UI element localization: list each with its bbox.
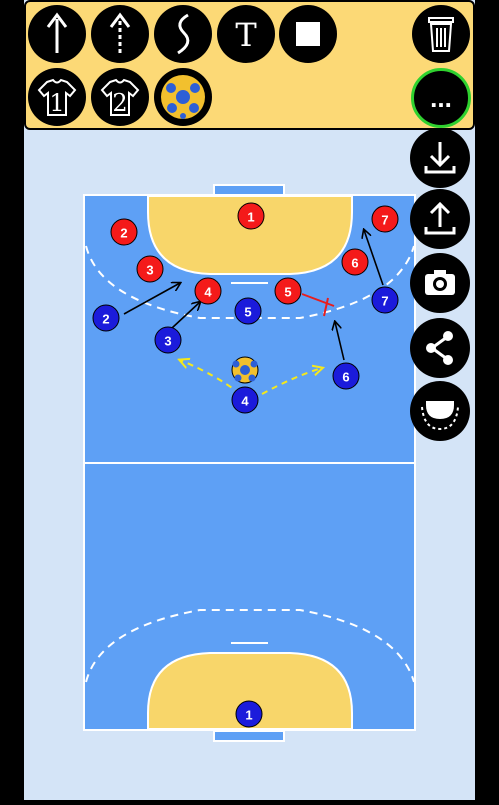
dashed-arrow-icon bbox=[109, 12, 131, 53]
svg-text:1: 1 bbox=[49, 89, 64, 117]
player-number: 3 bbox=[164, 334, 171, 349]
blue-player-3[interactable]: 3 bbox=[154, 326, 182, 354]
jersey-icon: 2 bbox=[100, 78, 140, 117]
top-goal bbox=[213, 184, 285, 196]
curve-tool[interactable] bbox=[154, 5, 212, 63]
red-player-5[interactable]: 5 bbox=[274, 277, 302, 305]
download-icon bbox=[424, 142, 456, 174]
upload-icon bbox=[424, 201, 456, 235]
player-number: 2 bbox=[120, 226, 127, 241]
handball-icon bbox=[161, 75, 205, 119]
player-number: 4 bbox=[241, 394, 249, 409]
bottom-goal bbox=[213, 730, 285, 742]
blue-player-2[interactable]: 2 bbox=[92, 304, 120, 332]
red-player-4[interactable]: 4 bbox=[194, 277, 222, 305]
arrow-tool[interactable] bbox=[28, 5, 86, 63]
straight-arrow-icon bbox=[46, 12, 68, 53]
svg-text:2: 2 bbox=[112, 89, 127, 117]
player-number: 1 bbox=[245, 708, 252, 723]
curved-line-icon bbox=[177, 13, 190, 55]
movement-arrow[interactable] bbox=[123, 283, 180, 315]
toolbar: T 1 2 bbox=[24, 0, 475, 130]
court-view-button[interactable] bbox=[410, 381, 470, 441]
movement-arrow[interactable] bbox=[171, 302, 200, 329]
player-number: 1 bbox=[247, 210, 254, 225]
share-button[interactable] bbox=[410, 318, 470, 378]
goal-area-icon bbox=[421, 401, 459, 431]
share-icon bbox=[426, 331, 453, 365]
rectangle-tool[interactable] bbox=[279, 5, 337, 63]
blue-player-6[interactable]: 6 bbox=[332, 362, 360, 390]
blue-player-5[interactable]: 5 bbox=[234, 297, 262, 325]
block-line[interactable] bbox=[301, 293, 335, 307]
red-player-2[interactable]: 2 bbox=[110, 218, 138, 246]
svg-text:...: ... bbox=[430, 83, 452, 113]
blue-player-7[interactable]: 7 bbox=[371, 286, 399, 314]
pass-line[interactable] bbox=[261, 368, 322, 395]
player-number: 7 bbox=[381, 294, 388, 309]
player-number: 6 bbox=[351, 256, 358, 271]
player-number: 6 bbox=[342, 370, 349, 385]
ball-token[interactable] bbox=[231, 356, 259, 384]
delete-tool[interactable] bbox=[412, 5, 470, 63]
block-line-end[interactable] bbox=[323, 297, 329, 317]
text-tool[interactable]: T bbox=[217, 5, 275, 63]
blue-player-4[interactable]: 4 bbox=[231, 386, 259, 414]
bottom-goal-area bbox=[147, 652, 353, 730]
svg-text:T: T bbox=[235, 16, 257, 54]
jersey-icon: 1 bbox=[37, 78, 77, 117]
upload-button[interactable] bbox=[410, 189, 470, 249]
red-player-3[interactable]: 3 bbox=[136, 255, 164, 283]
ball-tool[interactable] bbox=[154, 68, 212, 126]
player-number: 7 bbox=[381, 213, 388, 228]
screenshot-button[interactable] bbox=[410, 253, 470, 313]
player-number: 3 bbox=[146, 263, 153, 278]
jersey-team-1[interactable]: 1 bbox=[28, 68, 86, 126]
player-number: 4 bbox=[204, 285, 212, 300]
more-icon: ... bbox=[430, 83, 452, 113]
download-button[interactable] bbox=[410, 128, 470, 188]
red-player-1[interactable]: 1 bbox=[237, 202, 265, 230]
square-icon bbox=[296, 22, 320, 46]
movement-arrow[interactable] bbox=[364, 230, 384, 286]
dashed-arrow-tool[interactable] bbox=[91, 5, 149, 63]
more-options-button[interactable]: ... bbox=[411, 68, 471, 128]
top-goal-area bbox=[147, 195, 353, 275]
jersey-team-2[interactable]: 2 bbox=[91, 68, 149, 126]
camera-icon bbox=[425, 270, 455, 295]
movement-arrow[interactable] bbox=[335, 322, 345, 361]
player-number: 5 bbox=[244, 305, 251, 320]
text-icon: T bbox=[235, 16, 257, 54]
blue-player-1[interactable]: 1 bbox=[235, 700, 263, 728]
red-player-7[interactable]: 7 bbox=[371, 205, 399, 233]
red-player-6[interactable]: 6 bbox=[341, 248, 369, 276]
player-number: 2 bbox=[102, 312, 109, 327]
trash-icon bbox=[428, 17, 454, 52]
player-number: 5 bbox=[284, 285, 291, 300]
